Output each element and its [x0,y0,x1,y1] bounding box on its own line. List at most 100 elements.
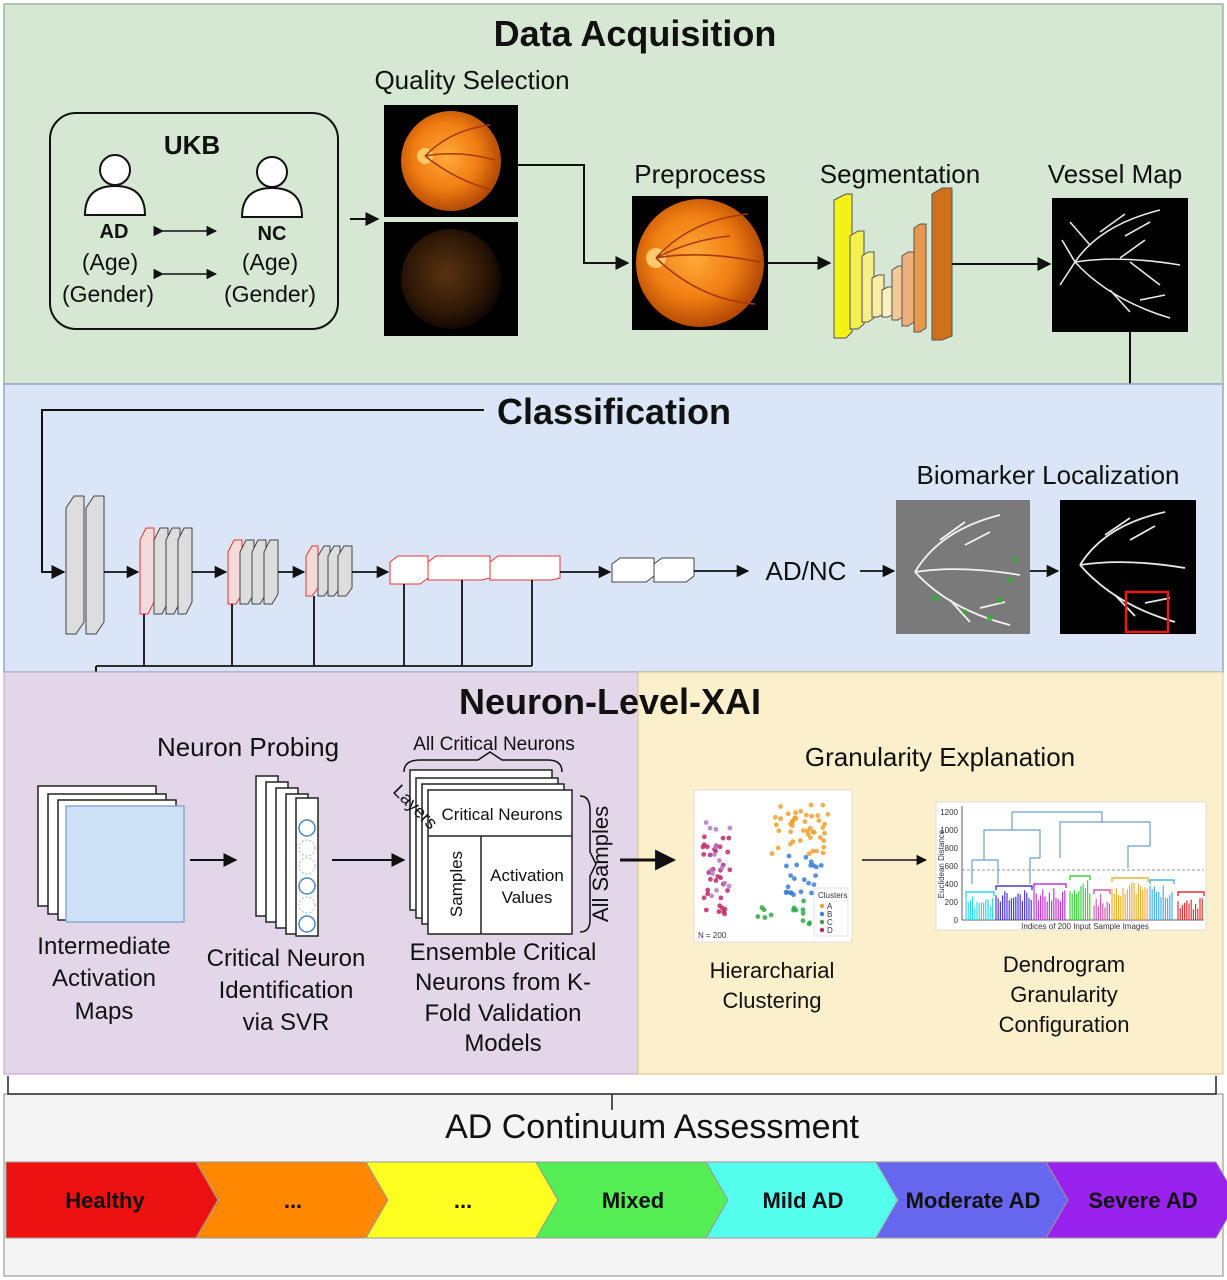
person-nc-icon [240,156,304,218]
scatter-point [703,907,709,913]
scatter-point [822,821,827,827]
scatter-point [790,839,796,844]
nc-age: (Age) [242,249,298,275]
fundus-poor-image [384,222,518,336]
scatter-point [720,835,726,841]
dendrogram-tick: 800 [945,844,959,853]
cni-label-2: Identification [219,977,354,1004]
scatter-point [778,804,783,809]
scatter-point [791,907,796,913]
scatter-point [821,844,827,850]
cni-label-3: via SVR [243,1009,330,1036]
scatter-point [809,890,814,896]
activation-values-label-1: Activation [490,866,564,885]
scatter-point [806,880,811,886]
ensemble-label-3: Fold Validation [425,1000,582,1027]
scatter-point [788,829,793,835]
dendrogram-link [1177,891,1205,896]
scatter-point [816,818,822,823]
scatter-point [707,825,713,831]
biomarker-localization-label: Biomarker Localization [916,460,1179,490]
dendrogram-ylabel: Euclidean Distance [937,829,946,898]
cni-label-1: Critical Neuron [207,945,366,972]
dendrogram-link [1093,889,1111,894]
critical-neurons-label: Critical Neurons [442,805,563,824]
scatter-point [713,844,719,850]
scatter-point [798,889,804,895]
scatter-point [722,880,728,886]
scatter-point [701,852,707,857]
preprocess-label: Preprocess [634,159,766,189]
ukb-title: UKB [164,130,220,160]
scatter-point [821,838,827,843]
samples-label: Samples [447,851,466,917]
scatter-point [775,845,781,851]
scatter-point [719,865,725,871]
scatter-point [705,887,711,893]
biomarker-localized-image [1060,500,1196,634]
vessel-map-image [1052,198,1188,332]
fundus-good-image [384,105,518,217]
scatter-point [725,888,730,893]
dendrogram-link [995,885,1033,890]
stage-label: ... [284,1188,302,1213]
scatter-point [815,813,821,818]
scatter-point [794,862,800,868]
scatter-point [801,828,806,833]
scatter-point [776,828,782,834]
hc-label-2: Clustering [722,988,821,1013]
scatter-point [784,863,789,869]
scatter-point [755,914,761,919]
cnn-architecture-icon [65,495,695,635]
scatter-legend-a: A [827,902,833,911]
scatter-point [810,848,816,854]
scatter-point [726,883,732,889]
scatter-point [822,830,827,836]
dendrogram-link [1111,877,1149,882]
dg-label-1: Dendrogram [1003,952,1125,977]
scatter-point [820,802,826,808]
iam-label-2: Activation [52,965,156,992]
scatter-legend-c: C [827,918,833,927]
all-critical-neurons-label: All Critical Neurons [413,734,575,755]
stage-label: Mild AD [762,1188,843,1213]
ukb-box: UKB AD NC (Age) (Age) (Gender) (Gender) [49,112,339,330]
scatter-point [809,813,815,819]
scatter-point [804,812,809,818]
scatter-point [792,876,797,881]
scatter-point [719,905,725,911]
scatter-point [797,838,803,843]
scatter-point [805,828,810,834]
scatter-legend-title: Clusters [818,891,847,900]
dendrogram-link [1033,883,1067,888]
dendrogram-link [1149,879,1175,884]
scatter-point [717,844,723,850]
scatter-point [762,915,768,920]
scatter-point [713,826,719,832]
scatter-point [786,853,792,859]
scatter-point [725,849,731,855]
quality-selection-label: Quality Selection [374,65,569,95]
scatter-point [825,811,831,817]
data-acquisition-section [3,3,1224,385]
scatter-point [818,863,824,868]
scatter-point [806,921,812,927]
stage-label: Healthy [65,1188,145,1213]
scatter-point [705,891,711,897]
ensemble-label-2: Neurons from K- [415,969,591,996]
nc-label: NC [258,223,287,245]
scatter-point [705,844,710,850]
xai-title: Neuron-Level-XAI [459,681,761,722]
scatter-point [726,835,732,841]
scatter-point [811,830,817,835]
match-arrows-icon [153,225,218,280]
scatter-point [712,852,717,857]
scatter-point [769,851,775,856]
dendrogram-tick: 600 [945,862,959,871]
stage-label: ... [454,1188,472,1213]
scatter-point [817,835,823,840]
ad-label: AD [100,221,129,243]
scatter-point [702,834,707,840]
stage-label: Mixed [602,1188,664,1213]
